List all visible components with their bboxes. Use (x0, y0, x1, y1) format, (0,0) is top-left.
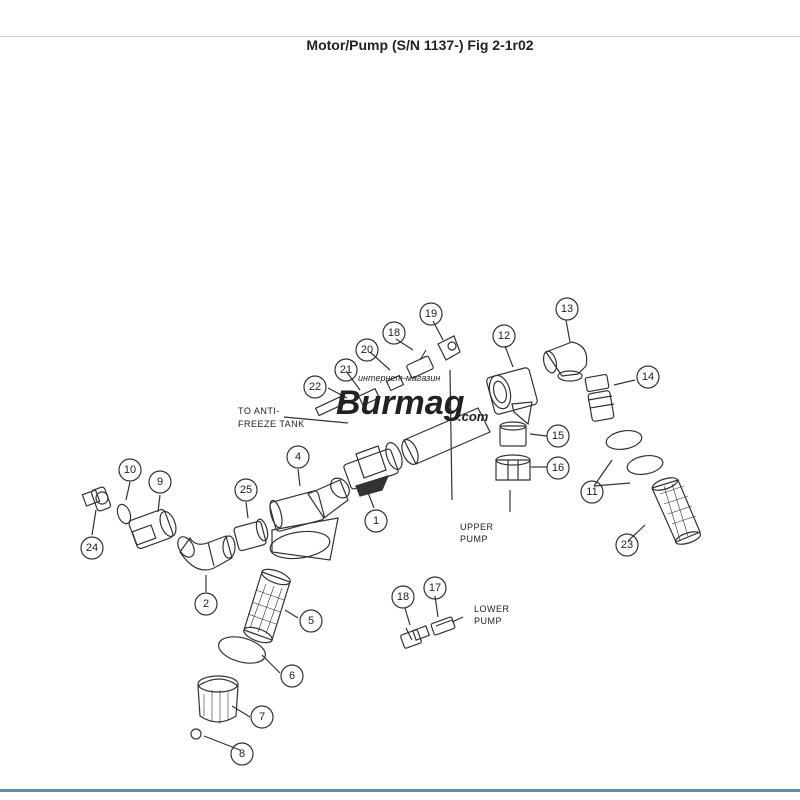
callout-numbers: 1 2 4 25 5 6 7 8 9 10 24 11 12 13 14 15 … (86, 303, 654, 760)
bottom-divider (0, 789, 800, 792)
top-divider (0, 36, 800, 37)
callout-9: 9 (157, 476, 163, 488)
part-5-mesh-screen (243, 568, 291, 644)
callout-1: 1 (373, 515, 379, 527)
callout-7: 7 (259, 711, 265, 723)
callout-6: 6 (289, 670, 295, 682)
callout-15: 15 (552, 430, 564, 442)
burmag-watermark: интернет-магазин Burmag .com (336, 373, 489, 424)
part-12-tee (486, 367, 538, 426)
part-7-bowl-cap (197, 675, 239, 724)
callout-13: 13 (561, 303, 573, 315)
callout-2: 2 (203, 598, 209, 610)
part-6-gasket (218, 636, 266, 664)
part-19-elbow-fitting (437, 335, 461, 361)
callout-14: 14 (642, 371, 654, 383)
callout-8: 8 (239, 748, 245, 760)
part-10-o-ring (116, 503, 132, 525)
callout-24: 24 (86, 542, 98, 554)
to-anti-freeze-label-line2: FREEZE TANK (238, 419, 305, 429)
watermark-domain: .com (458, 409, 489, 424)
lower-pump-label-line1: LOWER (474, 604, 510, 614)
part-15-bushing (499, 421, 527, 447)
part-24-fitting (81, 486, 112, 512)
annotations: TO ANTI- FREEZE TANK UPPER PUMP LOWER PU… (238, 406, 510, 626)
part-11-hose-clamp-upper (605, 430, 643, 450)
callout-circles (80, 297, 660, 766)
callout-22: 22 (309, 381, 321, 393)
callout-11: 11 (586, 486, 597, 498)
callout-16: 16 (552, 462, 564, 474)
part-20-fitting (385, 374, 405, 392)
leader-lines (91, 319, 646, 751)
part-17-nipple (430, 616, 456, 636)
callout-10: 10 (124, 464, 136, 476)
part-18-ball-valve-lower (400, 625, 431, 649)
pipe-section (401, 407, 491, 465)
part-9-clamp-fitting (128, 508, 177, 550)
part-11-hose-clamp-lower (626, 455, 664, 475)
callout-4: 4 (295, 451, 301, 463)
part-13-elbow (542, 341, 588, 382)
part-21-nipple (357, 387, 381, 407)
watermark-subtitle: интернет-магазин (358, 373, 440, 383)
callout-18-upper: 18 (388, 327, 400, 339)
part-4-strainer-body (269, 477, 350, 561)
diagram-title: Motor/Pump (S/N 1137-) Fig 2-1r02 (306, 37, 534, 53)
callout-21: 21 (340, 364, 352, 376)
upper-pump-label-line2: PUMP (460, 534, 488, 544)
callout-19: 19 (425, 308, 437, 320)
part-1-valve (343, 442, 403, 497)
callout-12: 12 (498, 330, 510, 342)
callout-20: 20 (361, 344, 373, 356)
part-23-suction-strainer (651, 477, 702, 545)
callout-17: 17 (429, 582, 441, 594)
part-14-hose-barb (584, 373, 615, 422)
upper-pump-label-line1: UPPER (460, 522, 494, 532)
callout-18-lower: 18 (397, 591, 409, 603)
part-18-ball-valve-upper (406, 349, 434, 379)
watermark-brand: Burmag (336, 384, 465, 422)
callout-5: 5 (308, 615, 314, 627)
part-8-drain-plug (190, 728, 202, 740)
to-anti-freeze-label-line1: TO ANTI- (238, 406, 280, 416)
part-16-hex-nipple (495, 454, 531, 481)
part-25-bushing (233, 518, 269, 552)
callout-25: 25 (240, 484, 252, 496)
part-2-elbow (177, 535, 236, 571)
part-22-hose-end (314, 395, 346, 417)
callout-23: 23 (621, 539, 633, 551)
lower-pump-label-line2: PUMP (474, 616, 502, 626)
